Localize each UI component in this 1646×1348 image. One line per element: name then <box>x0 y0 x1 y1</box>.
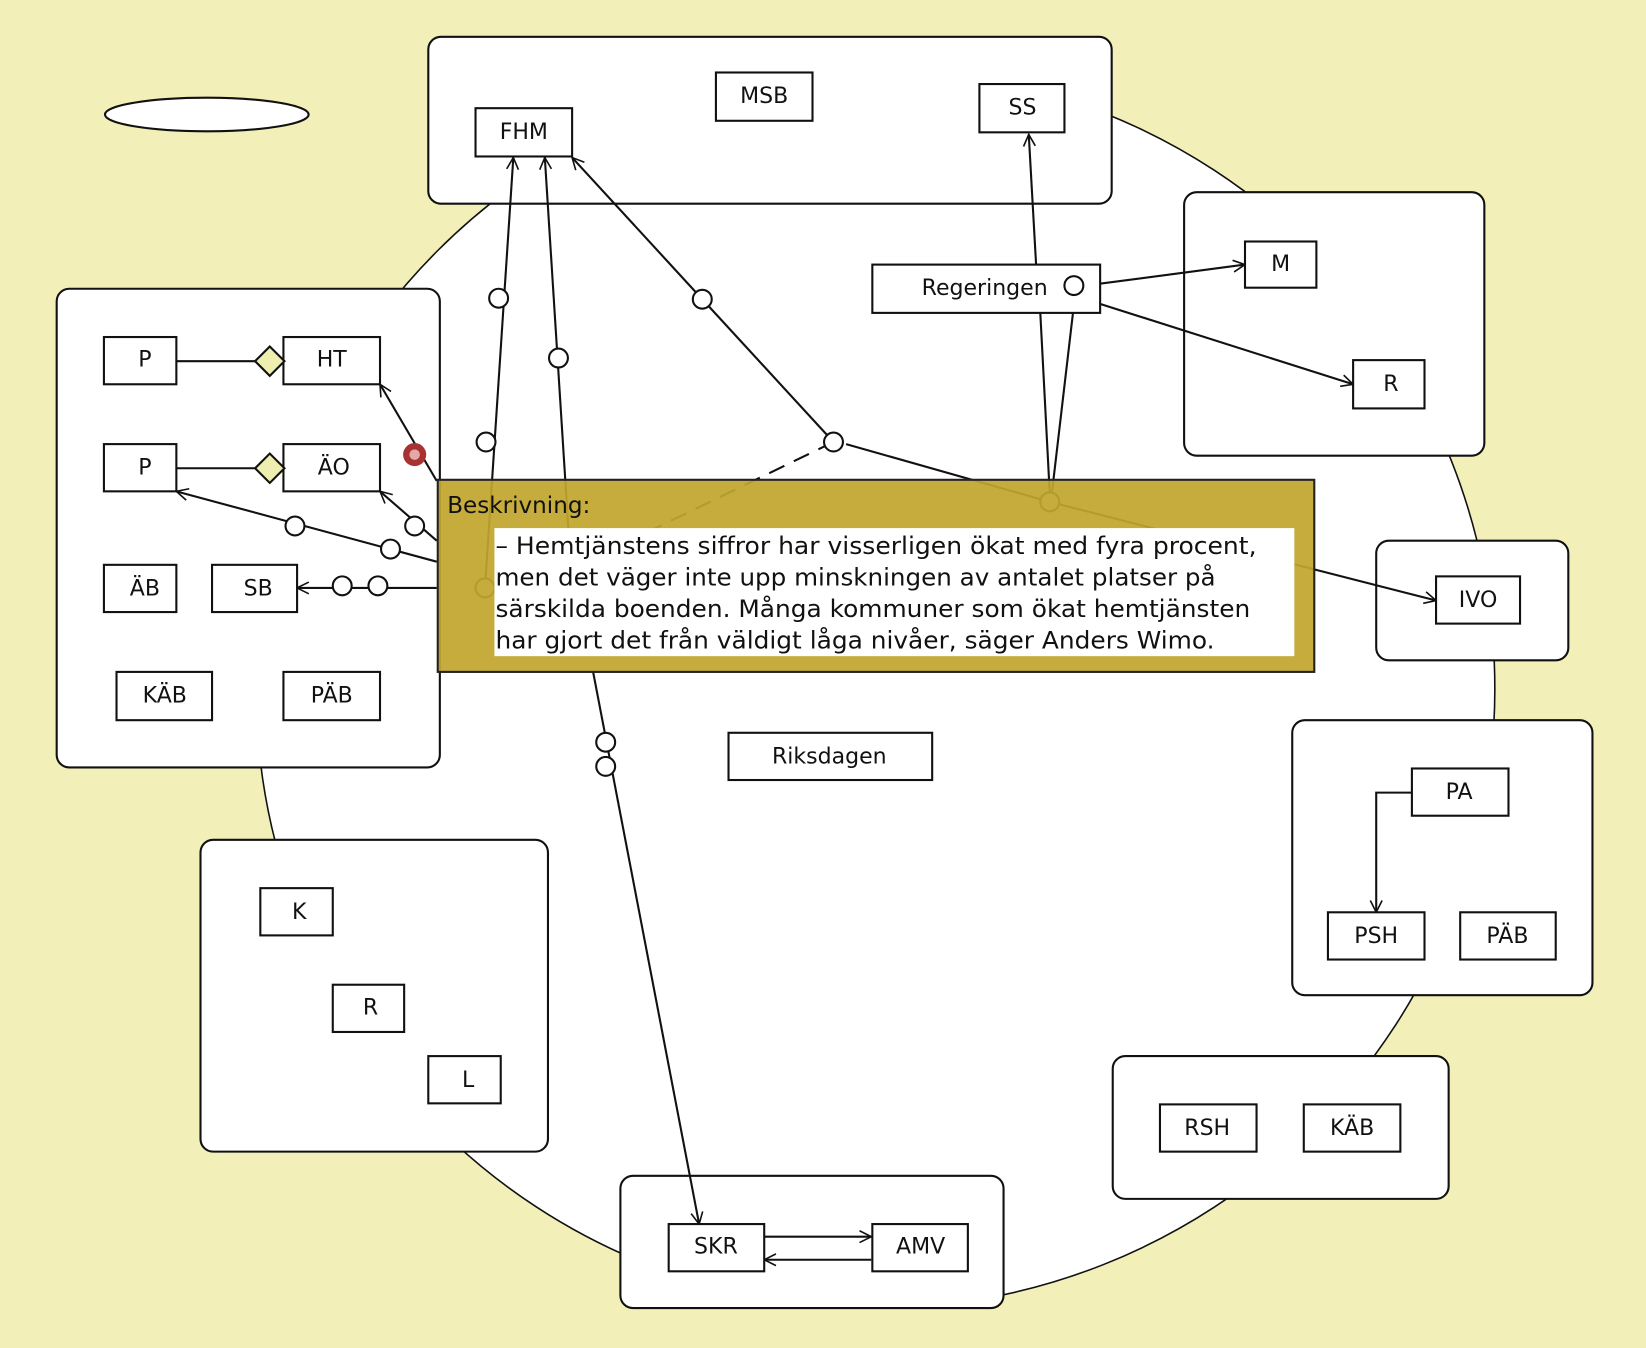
node-p-2[interactable]: P <box>102 443 178 493</box>
node-ao[interactable]: ÄO <box>282 443 382 493</box>
edge-to-m[interactable] <box>1085 265 1245 287</box>
port-circle[interactable] <box>547 347 569 369</box>
node-amv[interactable]: AMV <box>871 1223 969 1273</box>
node-kab-right[interactable]: KÄB <box>1302 1103 1402 1153</box>
node-msb[interactable]: MSB <box>714 71 814 122</box>
tooltip-line: har gjort det från väldigt låga nivåer, … <box>495 625 1214 654</box>
node-skr[interactable]: SKR <box>667 1223 766 1273</box>
node-pab-left[interactable]: PÄB <box>282 670 382 722</box>
node-ab[interactable]: ÄB <box>102 563 178 614</box>
edge-to-r[interactable] <box>1085 298 1353 384</box>
group-right-top[interactable] <box>1183 191 1486 457</box>
aggregation-diamond-icon <box>253 344 286 378</box>
node-riksdagen[interactable]: Riksdagen <box>727 731 934 782</box>
node-ivo[interactable]: IVO <box>1435 575 1522 625</box>
node-m[interactable]: M <box>1243 240 1318 289</box>
edge-to-ht[interactable] <box>380 384 438 482</box>
svg-text:R: R <box>1383 372 1398 397</box>
tooltip-line: – Hemtjänstens siffror har visserligen ö… <box>495 532 1256 560</box>
group-bottom-right[interactable] <box>1111 1055 1450 1200</box>
svg-text:PSH: PSH <box>1354 924 1398 949</box>
port-circle[interactable] <box>380 538 402 560</box>
svg-text:SB: SB <box>244 576 273 601</box>
svg-text:RSH: RSH <box>1184 1116 1230 1141</box>
svg-text:HT: HT <box>317 348 348 373</box>
node-kab-left[interactable]: KÄB <box>115 670 214 722</box>
node-regeringen[interactable]: Regeringen <box>871 263 1102 314</box>
svg-text:PÄB: PÄB <box>1486 923 1528 949</box>
node-l[interactable]: L <box>427 1055 502 1105</box>
svg-text:KÄB: KÄB <box>143 683 187 709</box>
description-tooltip: Beskrivning: – Hemtjänstens siffror har … <box>436 478 1316 673</box>
port-circle[interactable] <box>475 431 497 453</box>
svg-text:K: K <box>292 900 307 925</box>
node-sb[interactable]: SB <box>210 563 299 614</box>
node-k[interactable]: K <box>259 887 334 937</box>
svg-text:ÄO: ÄO <box>318 455 350 481</box>
node-fhm[interactable]: FHM <box>474 107 574 158</box>
svg-text:M: M <box>1271 252 1290 277</box>
svg-text:IVO: IVO <box>1459 588 1498 613</box>
node-psh[interactable]: PSH <box>1326 911 1426 961</box>
port-circle[interactable] <box>595 755 617 777</box>
tooltip-line: särskilda boenden. Många kommuner som ök… <box>495 594 1250 623</box>
tooltip-line: men det väger inte upp minskningen av an… <box>495 562 1215 591</box>
svg-text:MSB: MSB <box>740 84 788 109</box>
group-bottom[interactable] <box>619 1174 1005 1310</box>
port-circle[interactable] <box>595 731 617 753</box>
node-r[interactable]: R <box>1352 359 1426 410</box>
regeringen-port[interactable] <box>1063 275 1085 297</box>
empty-ellipse[interactable] <box>103 96 310 133</box>
svg-text:Riksdagen: Riksdagen <box>772 744 887 769</box>
port-circle[interactable] <box>367 575 389 597</box>
svg-text:FHM: FHM <box>500 120 548 145</box>
tooltip-text-area <box>494 528 1295 657</box>
svg-text:P: P <box>138 348 151 373</box>
tooltip-title: Beskrivning: <box>447 493 590 519</box>
svg-text:P: P <box>138 456 151 481</box>
edge-reg-down-1[interactable] <box>1039 312 1051 494</box>
svg-text:Regeringen: Regeringen <box>922 276 1048 301</box>
port-circle[interactable] <box>284 515 306 537</box>
port-circle[interactable] <box>404 515 426 537</box>
selection-marker-center <box>409 449 420 460</box>
edge-to-ss[interactable] <box>1029 134 1038 265</box>
node-p-1[interactable]: P <box>102 335 178 386</box>
node-ss[interactable]: SS <box>978 82 1066 134</box>
svg-text:PÄB: PÄB <box>311 683 353 709</box>
svg-text:SS: SS <box>1008 96 1036 121</box>
aggregation-diamond-icon <box>253 452 286 485</box>
port-circle[interactable] <box>823 431 844 453</box>
node-pa[interactable]: PA <box>1410 767 1510 817</box>
svg-text:ÄB: ÄB <box>130 575 160 601</box>
svg-text:SKR: SKR <box>694 1235 738 1260</box>
svg-text:AMV: AMV <box>896 1235 945 1260</box>
edge-pa-psh[interactable] <box>1376 791 1412 913</box>
edge-reg-down-2[interactable] <box>1050 295 1076 494</box>
node-rsh[interactable]: RSH <box>1158 1103 1258 1153</box>
node-ht[interactable]: HT <box>282 335 382 386</box>
svg-text:L: L <box>462 1068 475 1093</box>
node-pab-right[interactable]: PÄB <box>1459 911 1557 961</box>
svg-text:R: R <box>363 995 378 1020</box>
port-circle[interactable] <box>488 287 510 309</box>
node-r-bottom[interactable]: R <box>331 983 406 1034</box>
svg-text:PA: PA <box>1446 780 1473 805</box>
edge-to-ao[interactable] <box>380 491 438 542</box>
port-circle[interactable] <box>331 575 353 597</box>
port-circle[interactable] <box>691 288 713 310</box>
svg-text:KÄB: KÄB <box>1330 1115 1374 1141</box>
